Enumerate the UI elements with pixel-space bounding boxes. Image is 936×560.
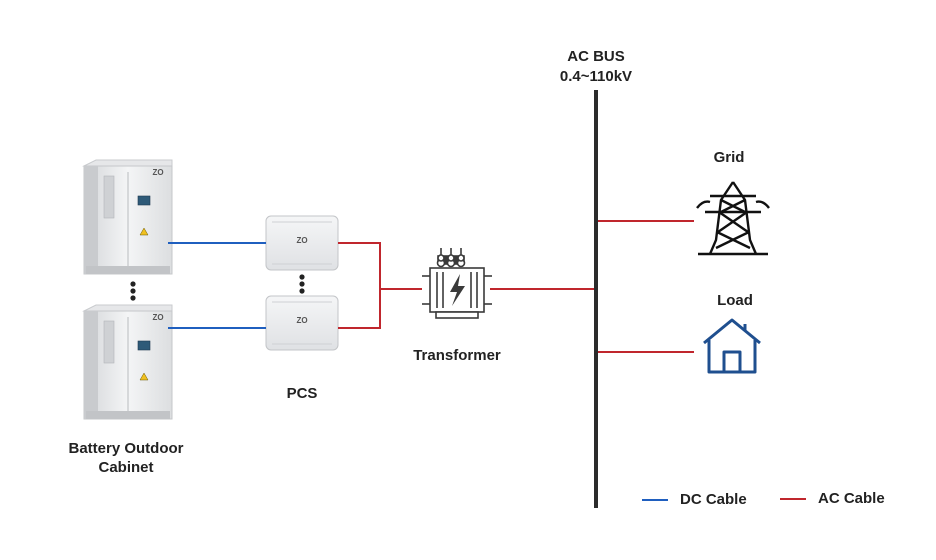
ac-bus-voltage: 0.4~110kV	[559, 68, 633, 85]
grid-label: Grid	[713, 149, 745, 166]
dc-cables	[168, 242, 266, 329]
battery-brand-bottom: ZO	[152, 313, 164, 322]
house-icon	[703, 318, 761, 374]
load-label: Load	[717, 292, 753, 309]
pcs-brand-top: ZO	[296, 236, 308, 245]
battery-cabinet-top	[82, 159, 173, 275]
ac-cables	[338, 220, 694, 353]
ac-cable-pcs-bottom	[338, 289, 381, 329]
battery-ellipsis	[130, 281, 136, 301]
ac-cable-pcs-top	[338, 242, 381, 289]
pcs-brand-bottom: ZO	[296, 316, 308, 325]
legend-dc-label: DC Cable	[680, 491, 747, 508]
transmission-tower-icon	[696, 181, 770, 256]
legend-ac-label: AC Cable	[818, 490, 885, 507]
pcs-ellipsis	[299, 274, 305, 294]
battery-label-line2: Cabinet	[98, 459, 154, 476]
pcs-label: PCS	[286, 385, 318, 402]
battery-brand-top: ZO	[152, 168, 164, 177]
ac-bus-title: AC BUS	[567, 48, 625, 65]
battery-label-line1: Battery Outdoor	[68, 440, 184, 457]
transformer-icon	[422, 248, 492, 319]
pcs-unit-bottom	[265, 295, 339, 351]
transformer-label: Transformer	[413, 347, 501, 364]
battery-cabinet-bottom	[82, 304, 173, 420]
